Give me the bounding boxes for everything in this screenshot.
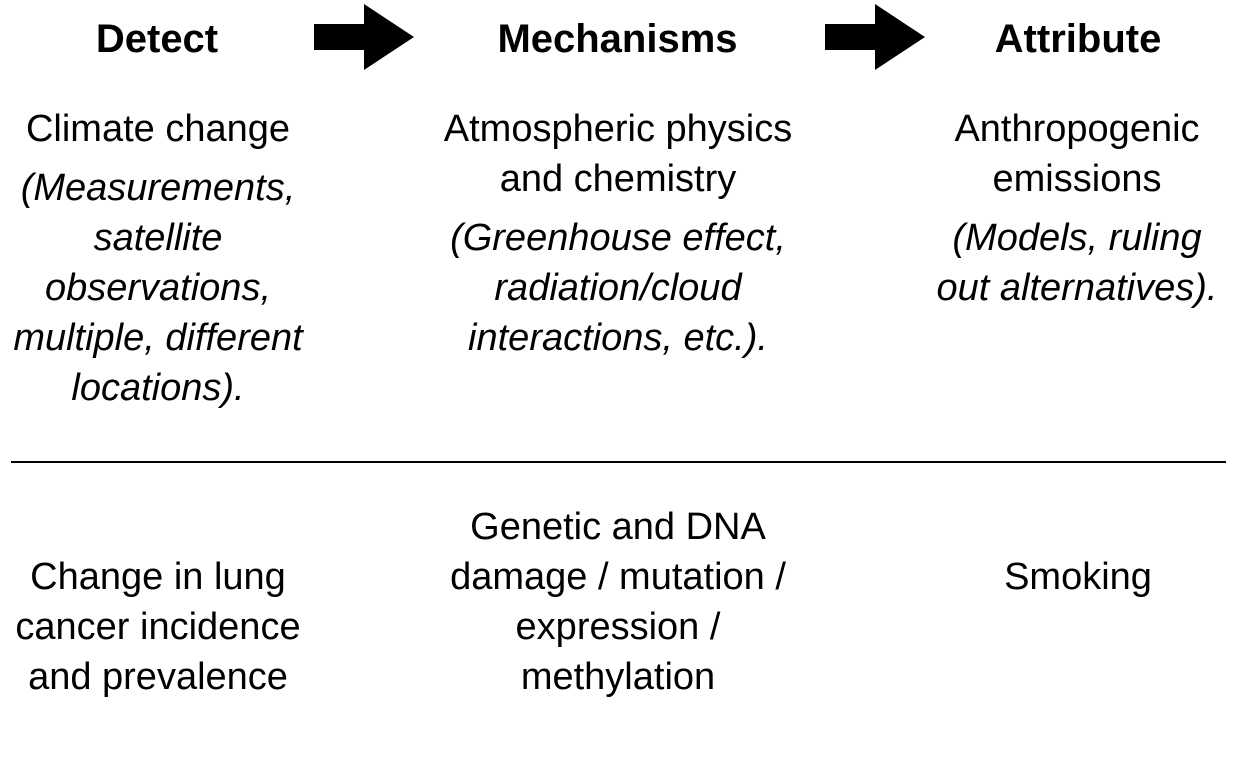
lung-attribute-title: Smoking [1004, 556, 1152, 598]
header-attribute: Attribute [994, 17, 1162, 61]
header-mechanisms: Mechanisms [497, 17, 738, 61]
right-arrow-icon [314, 4, 414, 70]
header-detect: Detect [95, 17, 219, 61]
climate-mechanisms-title: Atmospheric physics and chemistry [443, 108, 793, 200]
climate-mechanisms-detail: (Greenhouse effect, radiation/cloud inte… [450, 217, 786, 359]
lung-detect-cell: Change in lung cancer incidence and prev… [8, 552, 308, 702]
climate-attribute-title: Anthropogenic emissions [954, 108, 1200, 200]
climate-attribute-cell: Anthropogenic emissions (Models, ruling … [928, 104, 1226, 313]
climate-detect-cell: Climate change (Measurements, satellite … [8, 104, 308, 413]
lung-attribute-cell: Smoking [938, 552, 1218, 602]
climate-attribute-detail: (Models, ruling out alternatives). [936, 217, 1218, 309]
right-arrow-icon [825, 4, 925, 70]
lung-mechanisms-title: Genetic and DNA damage / mutation / expr… [450, 506, 786, 698]
climate-mechanisms-cell: Atmospheric physics and chemistry (Green… [432, 104, 804, 363]
climate-detect-title: Climate change [25, 108, 291, 150]
climate-detect-detail: (Measurements, satellite observations, m… [13, 167, 303, 409]
row-divider [11, 461, 1226, 463]
lung-detect-title: Change in lung cancer incidence and prev… [15, 556, 301, 698]
lung-mechanisms-cell: Genetic and DNA damage / mutation / expr… [432, 502, 804, 702]
